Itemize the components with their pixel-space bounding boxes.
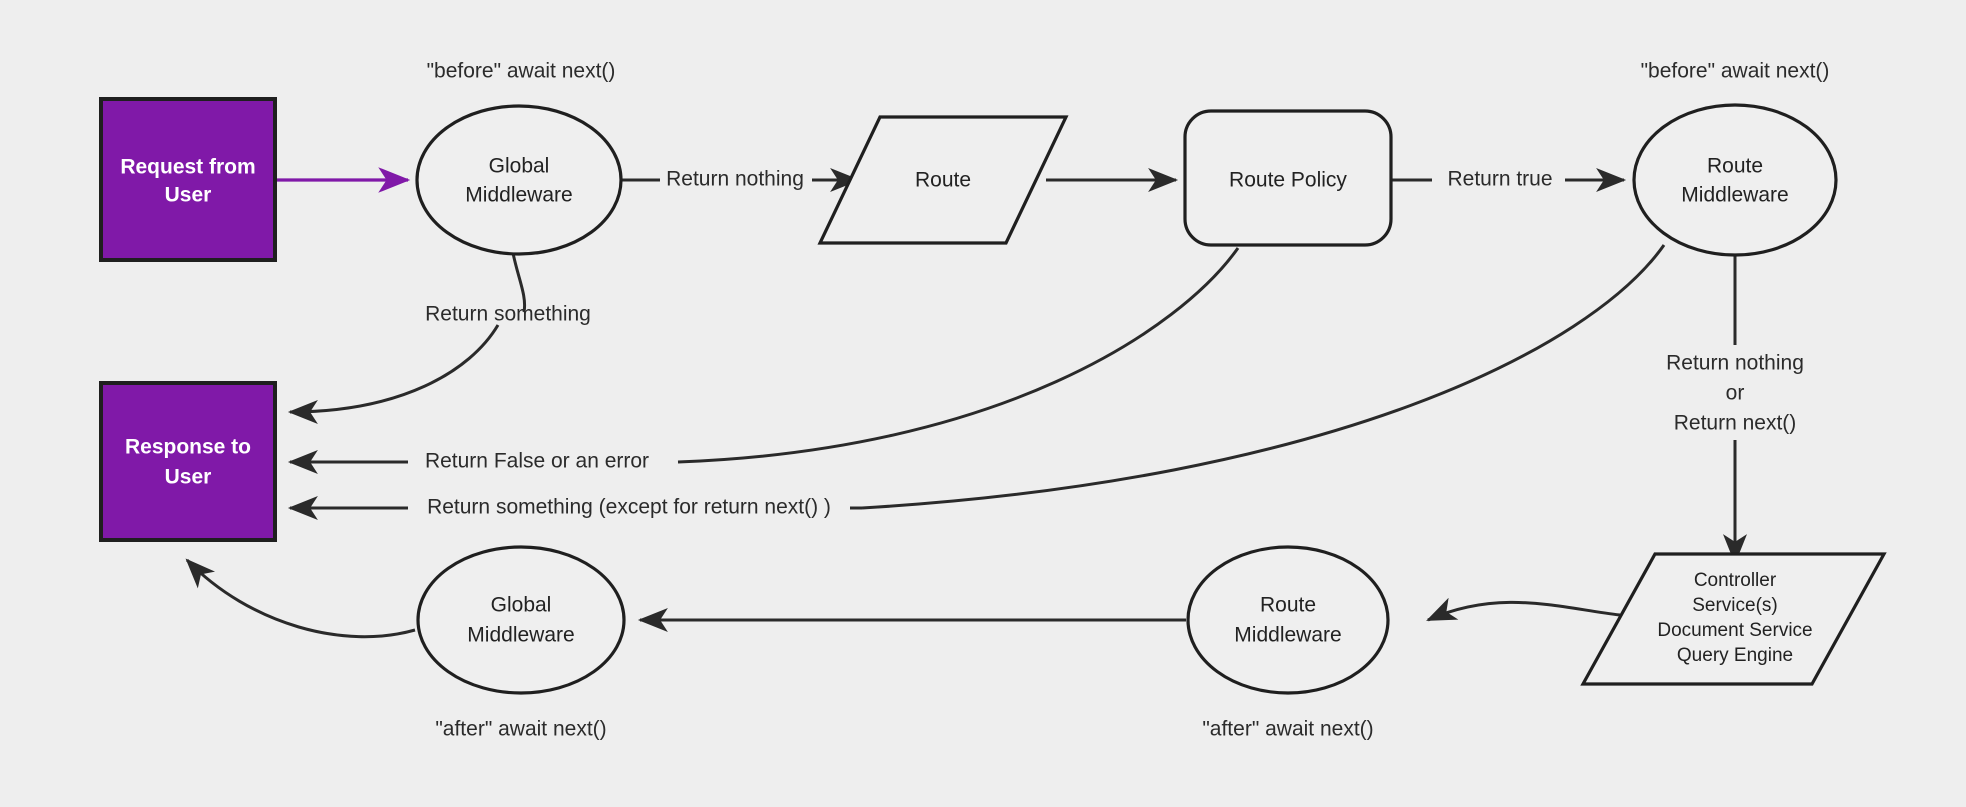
node-request-from-user[interactable]: Request from User [99, 97, 277, 262]
edge-route-policy-to-response-curve [677, 247, 1240, 464]
node-global-middleware-after[interactable]: Global Middleware [416, 545, 626, 695]
route-middleware-after-label-line1: Route [1260, 594, 1316, 617]
node-response-to-user[interactable]: Response to User [99, 381, 277, 542]
request-from-user-box[interactable] [99, 97, 277, 262]
edge-handler-to-route-mw-after [1426, 597, 1621, 622]
edge-label-return-true: Return true [1447, 168, 1552, 191]
handler-label-line2: Service(s) [1692, 595, 1778, 616]
global-middleware-before-label-line2: Middleware [465, 184, 572, 207]
handler-parallelogram[interactable] [1580, 552, 1887, 686]
handler-label-line1: Controller [1694, 570, 1777, 591]
route-policy-label: Route Policy [1229, 169, 1347, 192]
response-to-user-label-line2: User [165, 466, 212, 489]
edge-global-mw-to-label-return-something [511, 252, 527, 313]
handler-label-line4: Query Engine [1677, 645, 1793, 666]
global-middleware-after-label-line2: Middleware [467, 624, 574, 647]
edge-route-mw-to-response-curve [861, 244, 1666, 510]
annotation-before-await-next-global: "before" await next() [427, 60, 616, 83]
handler-label-line3: Document Service [1657, 620, 1812, 641]
route-middleware-after-label-line2: Middleware [1234, 624, 1341, 647]
request-from-user-label-line1: Request from [120, 156, 255, 179]
global-middleware-before-label-line1: Global [489, 155, 550, 178]
annotation-after-await-next-global: "after" await next() [435, 718, 606, 741]
edge-label-false-backdrop [408, 448, 670, 476]
request-from-user-label-line2: User [165, 184, 212, 207]
edge-label-return-nothing: Return nothing [666, 168, 804, 191]
route-middleware-after-ellipse[interactable] [1186, 545, 1390, 695]
node-route-middleware-before[interactable]: Route Middleware [1632, 103, 1838, 257]
edge-label-something-backdrop [408, 494, 850, 522]
route-policy-box[interactable] [1183, 109, 1393, 247]
route-middleware-before-ellipse[interactable] [1632, 103, 1838, 257]
annotation-after-await-next-route-mw: "after" await next() [1202, 718, 1373, 741]
edge-label-return-something-global: Return something [425, 303, 591, 326]
node-handler[interactable]: Controller Service(s) Document Service Q… [1580, 552, 1887, 686]
global-middleware-before-ellipse[interactable] [415, 104, 623, 256]
edge-label-return-something-except: Return something (except for return next… [427, 496, 831, 519]
edge-global-mw-after-to-response [185, 558, 416, 639]
global-middleware-after-ellipse[interactable] [416, 545, 626, 695]
route-label: Route [915, 169, 971, 192]
node-global-middleware-before[interactable]: Global Middleware [415, 104, 623, 256]
edge-label-route-mw-out-line2: or [1726, 382, 1745, 405]
response-to-user-label-line1: Response to [125, 436, 251, 459]
node-route-middleware-after[interactable]: Route Middleware [1186, 545, 1390, 695]
global-middleware-after-label-line1: Global [491, 594, 552, 617]
edge-label-return-false-or-error: Return False or an error [425, 450, 649, 473]
route-middleware-before-label-line2: Middleware [1681, 184, 1788, 207]
annotation-before-await-next-route-mw: "before" await next() [1641, 60, 1830, 83]
edge-label-route-mw-out-line3: Return next() [1674, 412, 1797, 435]
route-parallelogram[interactable] [817, 115, 1069, 245]
edge-return-something-to-response [287, 324, 500, 424]
node-route-policy[interactable]: Route Policy [1183, 109, 1393, 247]
node-route[interactable]: Route [817, 115, 1069, 245]
response-to-user-box[interactable] [99, 381, 277, 542]
edge-label-route-mw-out-line1: Return nothing [1666, 352, 1804, 375]
route-middleware-before-label-line1: Route [1707, 155, 1763, 178]
